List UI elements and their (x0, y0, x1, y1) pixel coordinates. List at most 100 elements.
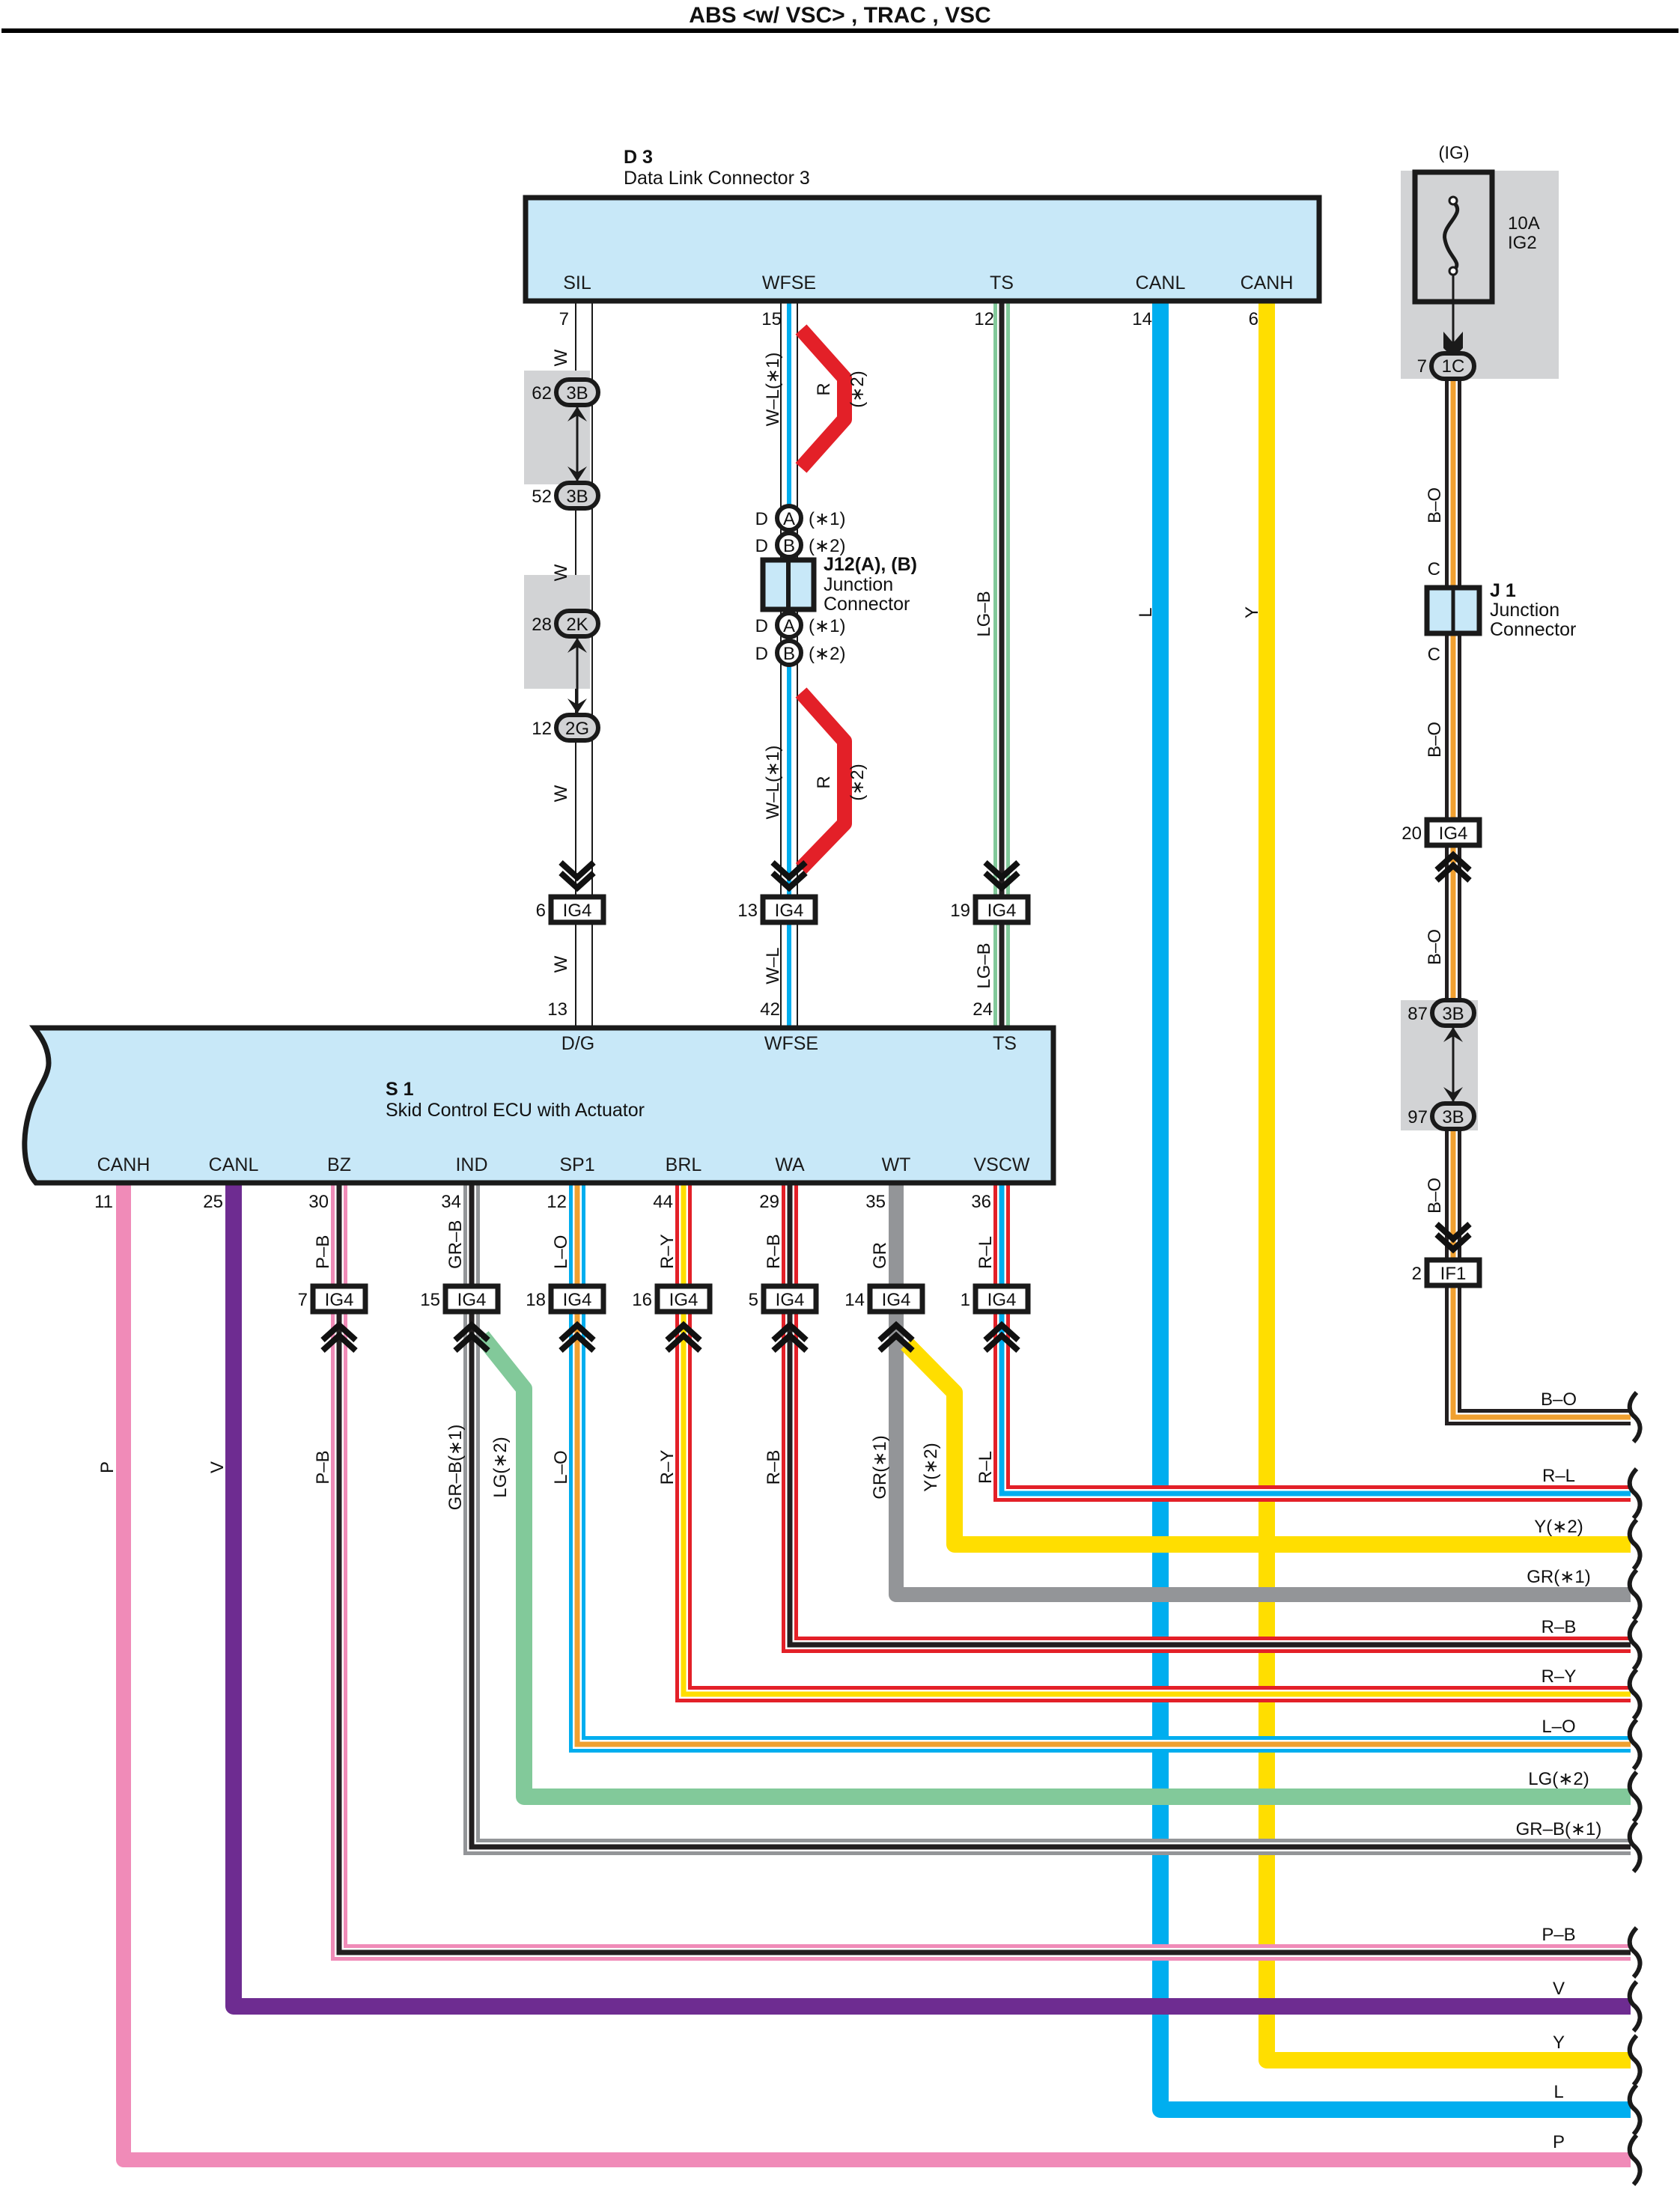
s1-pin-wt: WT (882, 1154, 911, 1175)
wire-color-label: B–O (1425, 722, 1445, 758)
svg-text:A: A (783, 616, 795, 636)
wire-color-label: LG–B (974, 591, 994, 636)
svg-text:B: B (783, 644, 795, 664)
j12-terminal-note: (∗2) (809, 536, 845, 556)
labels-layer: D(∗1)D(∗2)D(∗1)D(∗2)11P25V30P–BP–B34GR–B… (94, 349, 1643, 2187)
j1-name-2: Connector (1490, 619, 1576, 640)
wires-layer (116, 301, 1631, 2167)
wire-color-label: W (551, 349, 571, 366)
wire-break-icon (1627, 2033, 1643, 2087)
wire-color-label: GR–B(∗1) (445, 1425, 466, 1511)
connector-ig4-vscw: IG4 1 (961, 1283, 1031, 1315)
splice-connector: 2G 12 (532, 713, 600, 743)
wire-color-label: W–L (763, 947, 783, 984)
s1-pin-num: 29 (759, 1192, 779, 1212)
wire-exit-label: V (1553, 1979, 1565, 1999)
j12-terminal: A (775, 611, 803, 639)
wire-color-label: GR (870, 1242, 890, 1269)
wire-color-label: GR(∗1) (870, 1435, 890, 1499)
j12-terminal-pin: D (755, 536, 768, 556)
wire-break-icon (1627, 1517, 1643, 1571)
connector-pin: 18 (526, 1290, 546, 1310)
j12-name-1: Junction (824, 574, 893, 595)
connector-code: IG4 (987, 1290, 1017, 1310)
s1-pin-brl: BRL (666, 1154, 702, 1175)
wire-break-icon (1627, 1618, 1643, 1672)
wire-exit-label: P (1553, 2132, 1565, 2152)
s1-pin-num: 25 (203, 1192, 223, 1212)
wire-color-label: R–B (764, 1450, 784, 1485)
s1-pin-ind: IND (455, 1154, 487, 1175)
wire-color-label: P (97, 1461, 118, 1473)
connector-pin: 1 (961, 1290, 970, 1310)
s1-pin-num: 30 (308, 1192, 329, 1212)
d3-pin-num-canh: 6 (1249, 309, 1259, 329)
s1-pin-canl: CANL (209, 1154, 259, 1175)
wire-color-label: LG(∗2) (490, 1437, 511, 1497)
wire-wt-gr (889, 1183, 1631, 1602)
s1-pin-num: 36 (971, 1192, 991, 1212)
wire-exit-label: Y (1553, 2033, 1565, 2053)
diagram-title: ABS <w/ VSC> , TRAC , VSC (689, 3, 990, 28)
s1-pin-vscw: VSCW (974, 1154, 1030, 1175)
svg-text:B: B (783, 536, 795, 556)
wire-exit-label: R–B (1541, 1617, 1577, 1637)
wire-color-label: B–O (1425, 1178, 1445, 1214)
wire-color-label: R (814, 776, 834, 788)
wire-break-icon (1627, 1926, 1643, 1979)
wire-color-label: R–L (976, 1236, 996, 1269)
wire-color-label: B–O (1425, 487, 1445, 523)
connector-pin: 6 (536, 901, 546, 921)
connector-pin: 16 (632, 1290, 652, 1310)
s1-pin-num: 35 (865, 1192, 886, 1212)
d3-name: Data Link Connector 3 (624, 168, 810, 189)
s1-pin-bz: BZ (327, 1154, 351, 1175)
s1-id: S 1 (386, 1079, 414, 1100)
connector-code: IG4 (325, 1290, 354, 1310)
wire-color-label: R–L (976, 1451, 996, 1484)
wire-color-label: W (551, 564, 571, 581)
wire-bz-p-b (331, 1183, 1631, 1961)
wire-color-label: V (207, 1461, 228, 1473)
wire-ig-b-o (1445, 358, 1631, 1425)
wire-vscw-r-l (993, 1183, 1631, 1502)
connector-code: IG4 (669, 1290, 699, 1310)
svg-text:2G: 2G (565, 719, 589, 739)
j12-id: J12(A), (B) (824, 554, 917, 575)
svg-text:12: 12 (532, 719, 552, 739)
wire-break-icon (1627, 1770, 1643, 1824)
connector-code: IG4 (776, 1290, 805, 1310)
d3-pin-num-sil: 7 (559, 309, 569, 329)
j1-pin-bottom: C (1428, 645, 1440, 665)
fuse-source-label: (IG) (1438, 143, 1469, 163)
connector-code: IG4 (457, 1290, 487, 1310)
s1-pin-canh: CANH (97, 1154, 150, 1175)
wire-color-label: W–L(∗1) (763, 746, 783, 820)
svg-text:A: A (783, 509, 795, 529)
fuse-out-pin: 7 (1417, 356, 1427, 377)
connector-code: IG4 (563, 1290, 592, 1310)
wire-canl-v (225, 1183, 1631, 2015)
wire-break-icon (1627, 1467, 1643, 1520)
wire-color-label: R (814, 383, 834, 395)
s1-pin-wfse: WFSE (764, 1033, 818, 1054)
wire-color-label: P–B (313, 1450, 333, 1484)
title-rule (1, 28, 1679, 33)
wire-exit-label: R–Y (1541, 1666, 1577, 1687)
wire-color-label: L (1136, 607, 1156, 617)
connector-code: IG4 (987, 901, 1017, 921)
s1-pin-dg: D/G (561, 1033, 594, 1054)
d3-pin-ts: TS (990, 273, 1014, 293)
fuse-out-conn (1429, 351, 1476, 381)
wire-canl (1152, 301, 1631, 2118)
s1-body (22, 1025, 1056, 1186)
